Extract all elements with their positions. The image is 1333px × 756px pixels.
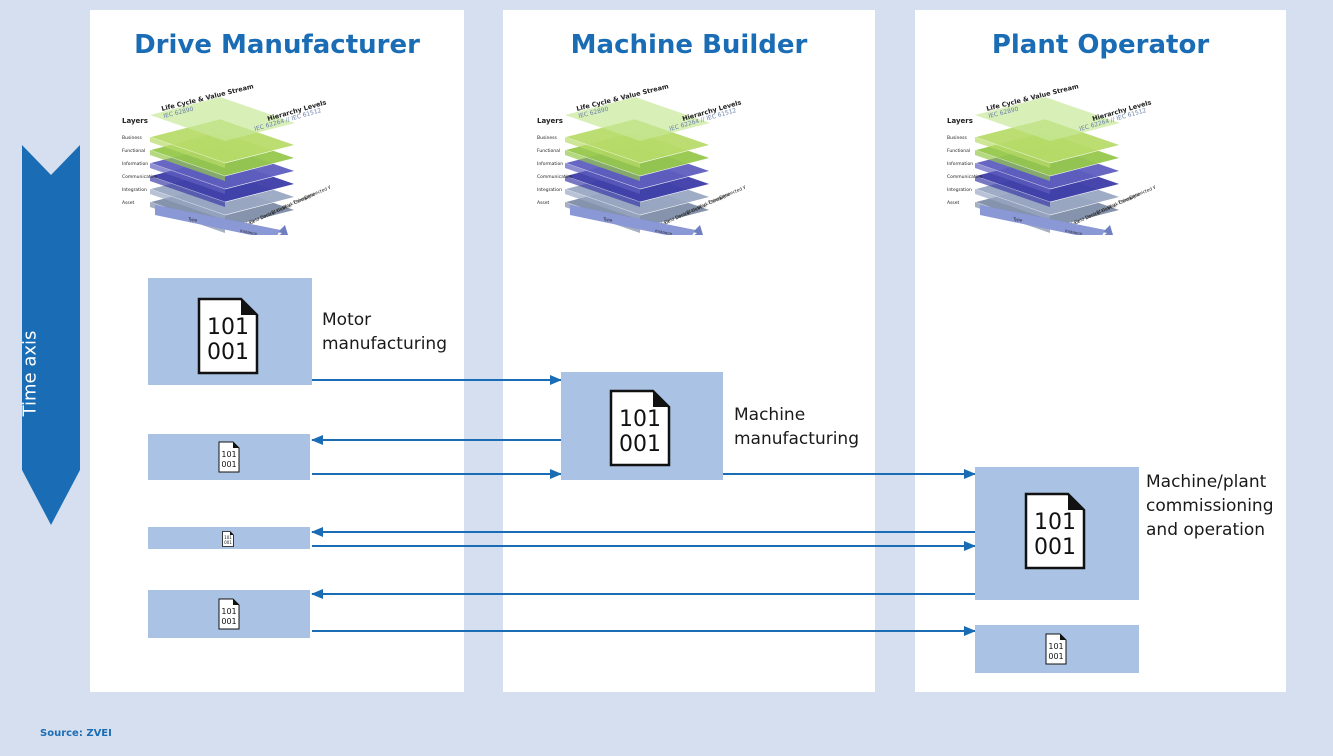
svg-text:001: 001 bbox=[619, 432, 661, 457]
svg-text:Asset: Asset bbox=[122, 200, 135, 206]
svg-text:Business: Business bbox=[947, 135, 967, 141]
document-icon: 101 001 bbox=[1024, 492, 1086, 570]
svg-text:Layers: Layers bbox=[122, 117, 148, 125]
svg-text:001: 001 bbox=[1034, 535, 1076, 560]
svg-text:Integration: Integration bbox=[947, 187, 972, 193]
svg-text:001: 001 bbox=[207, 340, 249, 365]
svg-text:101: 101 bbox=[221, 607, 236, 616]
svg-text:001: 001 bbox=[1048, 652, 1063, 661]
svg-text:Information: Information bbox=[947, 161, 973, 167]
svg-text:101: 101 bbox=[221, 450, 236, 459]
svg-text:Functional: Functional bbox=[537, 148, 560, 154]
svg-text:Communication: Communication bbox=[947, 174, 983, 180]
svg-text:001: 001 bbox=[221, 617, 236, 626]
svg-text:Type: Type bbox=[602, 216, 613, 223]
svg-text:101: 101 bbox=[619, 407, 661, 432]
svg-text:Functional: Functional bbox=[947, 148, 970, 154]
svg-text:Layers: Layers bbox=[947, 117, 973, 125]
svg-text:Instance: Instance bbox=[240, 228, 258, 235]
svg-text:Type: Type bbox=[1012, 216, 1023, 223]
svg-text:101: 101 bbox=[1048, 642, 1063, 651]
document-icon: 101 001 bbox=[609, 389, 671, 467]
document-icon: 101 001 bbox=[197, 297, 259, 375]
svg-text:Type: Type bbox=[187, 216, 198, 223]
document-icon: 101 001 bbox=[218, 441, 240, 473]
svg-text:Functional: Functional bbox=[122, 148, 145, 154]
svg-text:Station: Station bbox=[271, 204, 288, 216]
svg-text:Asset: Asset bbox=[947, 200, 960, 206]
svg-text:Integration: Integration bbox=[537, 187, 562, 193]
svg-text:Business: Business bbox=[537, 135, 557, 141]
document-icon: 101 001 bbox=[218, 598, 240, 630]
svg-text:Station: Station bbox=[686, 204, 703, 216]
svg-text:101: 101 bbox=[1034, 510, 1076, 535]
svg-text:Communication: Communication bbox=[537, 174, 573, 180]
rami-model-diagram: LayersBusinessFunctionalInformationCommu… bbox=[947, 85, 1155, 235]
svg-text:Layers: Layers bbox=[537, 117, 563, 125]
svg-text:Integration: Integration bbox=[122, 187, 147, 193]
source-note: Source: ZVEI bbox=[40, 728, 112, 739]
svg-text:Communication: Communication bbox=[122, 174, 158, 180]
document-icon: 101 001 bbox=[222, 531, 234, 547]
svg-text:Information: Information bbox=[122, 161, 148, 167]
svg-text:Asset: Asset bbox=[537, 200, 550, 206]
svg-text:Business: Business bbox=[122, 135, 142, 141]
rami-model-diagram: LayersBusinessFunctionalInformationCommu… bbox=[122, 85, 330, 235]
column-title: Plant Operator bbox=[991, 30, 1210, 60]
document-icon: 101 001 bbox=[1045, 633, 1067, 665]
svg-text:Instance: Instance bbox=[655, 228, 673, 235]
svg-text:Station: Station bbox=[1096, 204, 1113, 216]
column-title: Machine Builder bbox=[570, 30, 808, 60]
svg-text:Instance: Instance bbox=[1065, 228, 1083, 235]
svg-text:001: 001 bbox=[221, 460, 236, 469]
column-title: Drive Manufacturer bbox=[134, 30, 420, 60]
svg-text:Information: Information bbox=[537, 161, 563, 167]
svg-text:001: 001 bbox=[224, 540, 232, 545]
svg-text:101: 101 bbox=[224, 535, 232, 540]
rami-model-diagram: LayersBusinessFunctionalInformationCommu… bbox=[537, 85, 745, 235]
svg-text:101: 101 bbox=[207, 315, 249, 340]
time-axis-arrow bbox=[22, 145, 80, 525]
